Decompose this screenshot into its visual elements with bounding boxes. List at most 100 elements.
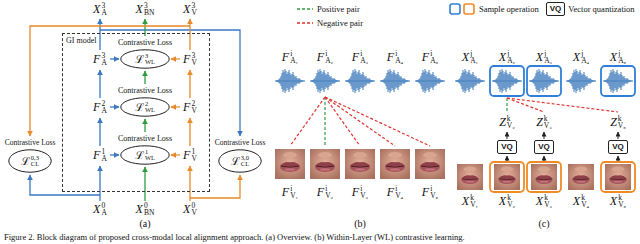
- audio-waveform: [566, 69, 596, 93]
- loss-sub: WL: [145, 155, 155, 162]
- symbol-sup: k: [507, 194, 515, 202]
- symbol-sub: V: [191, 9, 196, 17]
- visual-stream: [171, 106, 180, 107]
- legend-item: Vector quantization: [568, 3, 634, 15]
- legend-sample: [296, 17, 314, 29]
- vq-label: VQ: [538, 142, 550, 151]
- symbol-indices: 3A: [101, 2, 106, 17]
- math-symbol: FiA₁: [282, 50, 298, 65]
- symbol-base: Z: [499, 115, 506, 129]
- symbol-sup: i: [325, 50, 333, 58]
- audio-stream: [110, 154, 119, 155]
- symbol-indices: kV₂: [507, 194, 515, 209]
- legend-item: Negative pair: [296, 17, 363, 29]
- quantize-arrow: [507, 132, 508, 139]
- symbol-indices: jA₃: [544, 50, 552, 65]
- symbol-indices: 2A: [101, 100, 106, 115]
- visual-stream: [171, 58, 180, 59]
- visual-stream: [189, 118, 190, 146]
- sample-outline: [601, 66, 635, 96]
- math-symbol: F2V: [183, 100, 197, 115]
- symbol-sub: V₄: [581, 201, 589, 209]
- symbol-base: X: [183, 2, 190, 16]
- quantize-arrow: [507, 156, 508, 161]
- vq-label: VQ: [612, 142, 624, 151]
- legend-text: Sample operation: [479, 3, 539, 15]
- vq-box: VQ: [497, 140, 517, 154]
- symbol-sub: V₅: [618, 122, 626, 130]
- symbol-indices: iA₅: [430, 50, 438, 65]
- legend-line: [297, 8, 313, 9]
- symbol-sub: V₅: [430, 192, 438, 200]
- symbol-indices: iV₁: [290, 185, 298, 200]
- sample-outline: [490, 66, 524, 96]
- legend-line: [297, 22, 313, 23]
- loss-indices: 2WL: [145, 101, 155, 114]
- symbol-sup: j: [507, 50, 515, 58]
- ellipse-outline: [219, 150, 261, 172]
- math-symbol: F3A: [93, 52, 107, 67]
- math-symbol: X3V: [183, 2, 197, 17]
- symbol-sub: V: [191, 59, 196, 67]
- audio-waveform: [415, 69, 445, 93]
- symbol-indices: jA₂: [507, 50, 515, 65]
- symbol-sup: 3: [144, 2, 154, 10]
- symbol-sup: k: [544, 194, 552, 202]
- ellipse-outline: [121, 50, 169, 68]
- symbol-sup: k: [581, 194, 589, 202]
- loss-ellipse: Contrastive Lossℒ3WL: [116, 38, 174, 69]
- symbol-base: X: [536, 194, 543, 208]
- math-symbol: X0BN: [136, 202, 155, 217]
- symbol-sub: V₃: [544, 122, 552, 130]
- symbol-sub: V₂: [507, 201, 515, 209]
- math-symbol: F3V: [183, 52, 197, 67]
- loss-sub: WL: [145, 59, 155, 66]
- audio-stream: [99, 166, 100, 201]
- symbol-indices: jA₄: [581, 50, 589, 65]
- symbol-sup: k: [544, 115, 552, 123]
- audio-stream: [30, 19, 240, 201]
- math-symbol: XkV₄: [573, 194, 589, 209]
- symbol-indices: iA₂: [325, 50, 333, 65]
- symbol-sup: 3: [101, 2, 106, 10]
- symbol-base: X: [93, 2, 100, 16]
- symbol-sub: V₁: [470, 201, 478, 209]
- audio-waveform: [275, 69, 633, 93]
- symbol-base: X: [610, 194, 617, 208]
- loss-ellipse: Contrastive Lossℒ2WL: [116, 86, 174, 117]
- symbol-base: F: [352, 185, 359, 199]
- symbol-indices: 1A: [101, 148, 106, 163]
- ellipse-outline: [121, 98, 169, 116]
- symbol-sub: A₁: [470, 57, 478, 65]
- symbol-sup: i: [395, 50, 403, 58]
- sample-square: [450, 4, 460, 14]
- symbol-sup: 3: [191, 52, 196, 60]
- symbol-base: X: [93, 202, 100, 216]
- symbol-sup: 3: [191, 2, 196, 10]
- symbol-sup: 0: [144, 202, 154, 210]
- math-symbol: XjA₁: [462, 50, 478, 65]
- symbol-sub: V: [191, 209, 196, 217]
- math-symbol: FiV₅: [422, 185, 438, 200]
- audio-waveform: [492, 69, 522, 93]
- lip-image: [275, 149, 305, 179]
- loss-ellipse: Contrastive Lossℒ3,0CL: [213, 138, 268, 173]
- symbol-indices: iA₃: [360, 50, 368, 65]
- symbol-sub: A₅: [430, 57, 438, 65]
- symbol-base: Z: [536, 115, 543, 129]
- vq-box: VQ: [546, 2, 566, 16]
- visual-stream: [189, 19, 190, 50]
- visual-stream: [30, 19, 240, 201]
- symbol-sup: 0: [101, 202, 106, 210]
- lip-image: [605, 164, 631, 190]
- math-symbol: F1V: [183, 148, 197, 163]
- symbol-indices: iV₂: [325, 185, 333, 200]
- math-symbol: FiV₃: [352, 185, 368, 200]
- symbol-base: F: [317, 185, 324, 199]
- negative-pair-line: [290, 97, 618, 146]
- symbol-sup: j: [544, 50, 552, 58]
- symbol-sub: A: [101, 59, 106, 67]
- symbol-sup: 0: [191, 202, 196, 210]
- lip-image: [531, 164, 557, 190]
- legend-item: Sample operation: [449, 3, 539, 15]
